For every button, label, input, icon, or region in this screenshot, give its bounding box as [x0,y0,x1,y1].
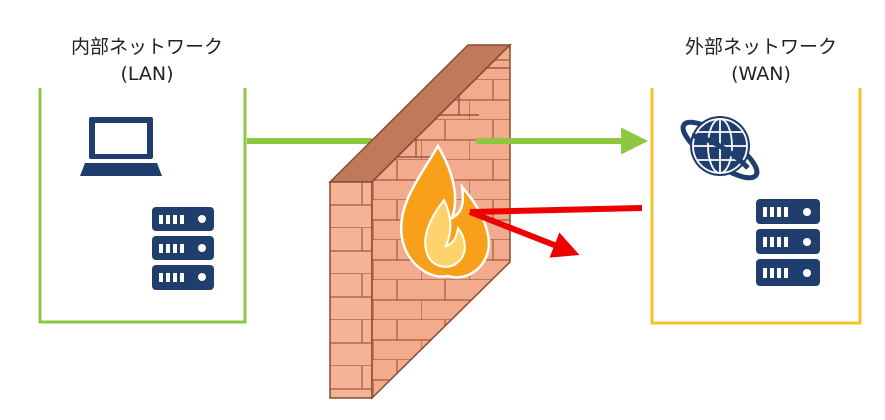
wan-subtitle: (WAN) [731,63,791,85]
globe-icon [680,116,760,181]
lan-title: 内部ネットワーク [70,36,223,58]
lan-zone-frame [38,66,247,324]
wan-zone-frame [650,64,862,325]
wan-server-icon [756,199,820,286]
wan-title: 外部ネットワーク [684,36,837,58]
blocked-traffic-line [469,205,643,215]
flame-icon [399,143,491,279]
lan-server-icon [152,207,214,290]
wan-zone-label: 外部ネットワーク (WAN) [648,34,874,88]
lan-zone-label: 内部ネットワーク (LAN) [36,34,258,88]
blocked-traffic-arrow [468,209,580,258]
lan-subtitle: (LAN) [120,63,174,85]
laptop-icon [80,117,162,176]
